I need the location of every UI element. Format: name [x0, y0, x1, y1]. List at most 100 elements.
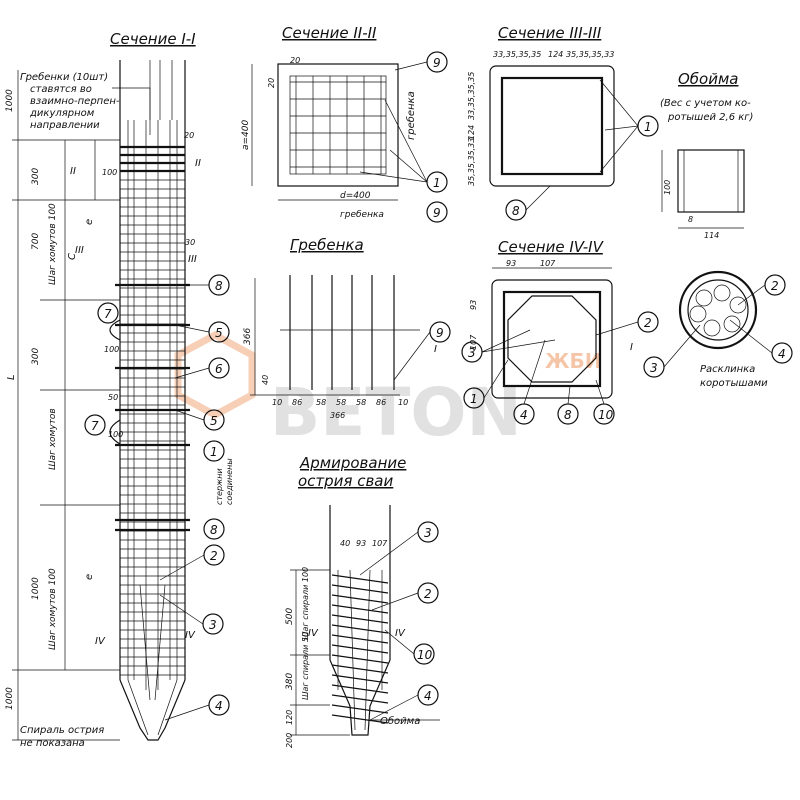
callout-1: 1	[210, 445, 218, 459]
section-3-title: Сечение III-III	[498, 24, 602, 42]
spiral-note-2: не показана	[20, 738, 85, 749]
dim-100-b: 100	[108, 430, 123, 439]
dim-500: 500	[285, 608, 295, 625]
dim-107-tip: 107	[372, 539, 388, 548]
dim-200: 200	[285, 733, 294, 748]
dim-114: 114	[704, 231, 719, 240]
obojma-label-tip: Обойма	[380, 715, 420, 727]
rebar-line	[331, 674, 389, 684]
rebar-line	[331, 634, 389, 644]
callout-2-s4: 2	[644, 316, 652, 330]
watermark: BETON ЖБИ	[174, 331, 601, 451]
rebar-line	[331, 624, 389, 634]
obojma: Обойма (Вес с учетом ко- ротышей 2,6 кг)…	[660, 70, 753, 240]
loop-7-lower	[109, 419, 121, 445]
obojma-title: Обойма	[678, 70, 739, 88]
sterzhni-note-1: стержни	[215, 468, 224, 505]
svg-text:направлении: направлении	[30, 120, 100, 131]
dim-58-a: 58	[316, 398, 326, 407]
spiral-note-1: Спираль острия	[20, 725, 104, 736]
dim-93-tip: 93	[356, 539, 366, 548]
dim-8: 8	[688, 215, 693, 224]
mark-III-left: III	[75, 245, 84, 256]
dim-L: L	[6, 374, 17, 380]
dim-20b-s2: 20	[267, 78, 276, 88]
dim-d400: d=400	[340, 191, 371, 201]
section-1-1: Сечение I-I	[5, 30, 234, 749]
callout-5-a: 5	[215, 326, 223, 340]
mark-I-s4: I	[630, 342, 633, 353]
dim-20-top: 20	[184, 131, 194, 140]
dim-124: 124	[548, 50, 563, 59]
callout-3-rasklinka: 3	[650, 361, 658, 375]
grebenka-title: Гребенка	[290, 236, 364, 254]
dim-40-tip: 40	[340, 539, 350, 548]
dim-e-top: e	[84, 219, 95, 225]
rebar-line	[331, 614, 389, 624]
obojma-note-1: (Вес с учетом ко-	[660, 98, 751, 109]
mark-II-left: II	[70, 166, 76, 177]
dim-93-v: 93	[469, 300, 478, 310]
dim-a400: a=400	[241, 119, 251, 150]
dim-100-a: 100	[104, 345, 119, 354]
dim-10-a: 10	[272, 398, 282, 407]
dim-row-top2: 35,35,35,33	[566, 50, 614, 59]
spiral-step-50: Шаг спирали 50	[301, 632, 310, 700]
callout-2: 2	[210, 549, 218, 563]
rasklinka-detail: 2 4 3 Расклинка коротышами	[643, 270, 793, 389]
rebar-line	[331, 594, 389, 604]
svg-text:ставятся во: ставятся во	[30, 84, 92, 95]
spiral-step-100: Шаг спирали 100	[301, 567, 310, 640]
callout-9-a: 9	[433, 56, 441, 70]
dim-86-a: 86	[292, 398, 302, 407]
stirrup-step-mid: Шаг хомутов	[48, 408, 58, 470]
left-dimensions	[12, 70, 120, 741]
section-3-3: Сечение III-III 33,35,35,35 124 35,35,35…	[467, 24, 659, 221]
callout-4-rasklinka: 4	[778, 347, 786, 361]
callout-10-tip: 10	[417, 648, 433, 662]
dim-50: 50	[108, 393, 118, 402]
callout-1-s2: 1	[433, 176, 441, 190]
callout-5-b: 5	[210, 414, 218, 428]
mark-IV-right: IV	[185, 630, 196, 641]
mark-IV-tip-right: IV	[395, 628, 406, 639]
dim-20-s2: 20	[290, 56, 300, 65]
dim-120: 120	[285, 710, 294, 725]
grebenka-label-bottom: гребенка	[340, 210, 384, 220]
mark-IV-left: IV	[95, 636, 106, 647]
loop-7-upper	[109, 319, 121, 341]
callout-7-a: 7	[104, 307, 112, 321]
tip-title-1: Армирование	[299, 454, 406, 472]
section-2-2: Сечение II-II a=400 d=400 гребенка 20 20…	[241, 24, 448, 223]
dim-30: 30	[185, 238, 195, 247]
dim-300: 300	[31, 168, 41, 185]
top-mesh	[120, 145, 185, 173]
mark-I-grebenka: I	[434, 344, 437, 355]
dim-366-v: 366	[243, 328, 253, 345]
rebar-line	[331, 604, 389, 614]
stirrup-step-top: Шаг хомутов 100	[48, 203, 58, 285]
dim-1000-tip: 1000	[5, 687, 15, 710]
callout-2-rasklinka: 2	[771, 279, 779, 293]
dim-e-bottom: e	[84, 574, 95, 580]
obojma-note-2: ротышей 2,6 кг)	[667, 112, 753, 123]
dim-107: 107	[540, 259, 556, 268]
dim-93: 93	[506, 259, 516, 268]
mark-III-right: III	[188, 254, 197, 265]
callout-8-b: 8	[210, 523, 218, 537]
dim-366-h: 366	[330, 411, 345, 420]
grid-bars	[290, 76, 386, 174]
stirrups	[115, 179, 190, 676]
spiral	[331, 574, 389, 724]
tip-reinforcement: Армирование острия сваи 500 Шаг спирали …	[285, 454, 440, 748]
sterzhni-note-2: соединены	[225, 458, 234, 505]
callout-3: 3	[209, 618, 217, 632]
dim-700: 700	[31, 233, 41, 250]
dim-58-c: 58	[356, 398, 366, 407]
mark-IV-tip-left: IV	[308, 628, 319, 639]
rebar-line	[331, 714, 389, 724]
callout-3-tip: 3	[424, 526, 432, 540]
callout-1-s4: 1	[470, 392, 478, 406]
callout-8-s4: 8	[564, 408, 572, 422]
